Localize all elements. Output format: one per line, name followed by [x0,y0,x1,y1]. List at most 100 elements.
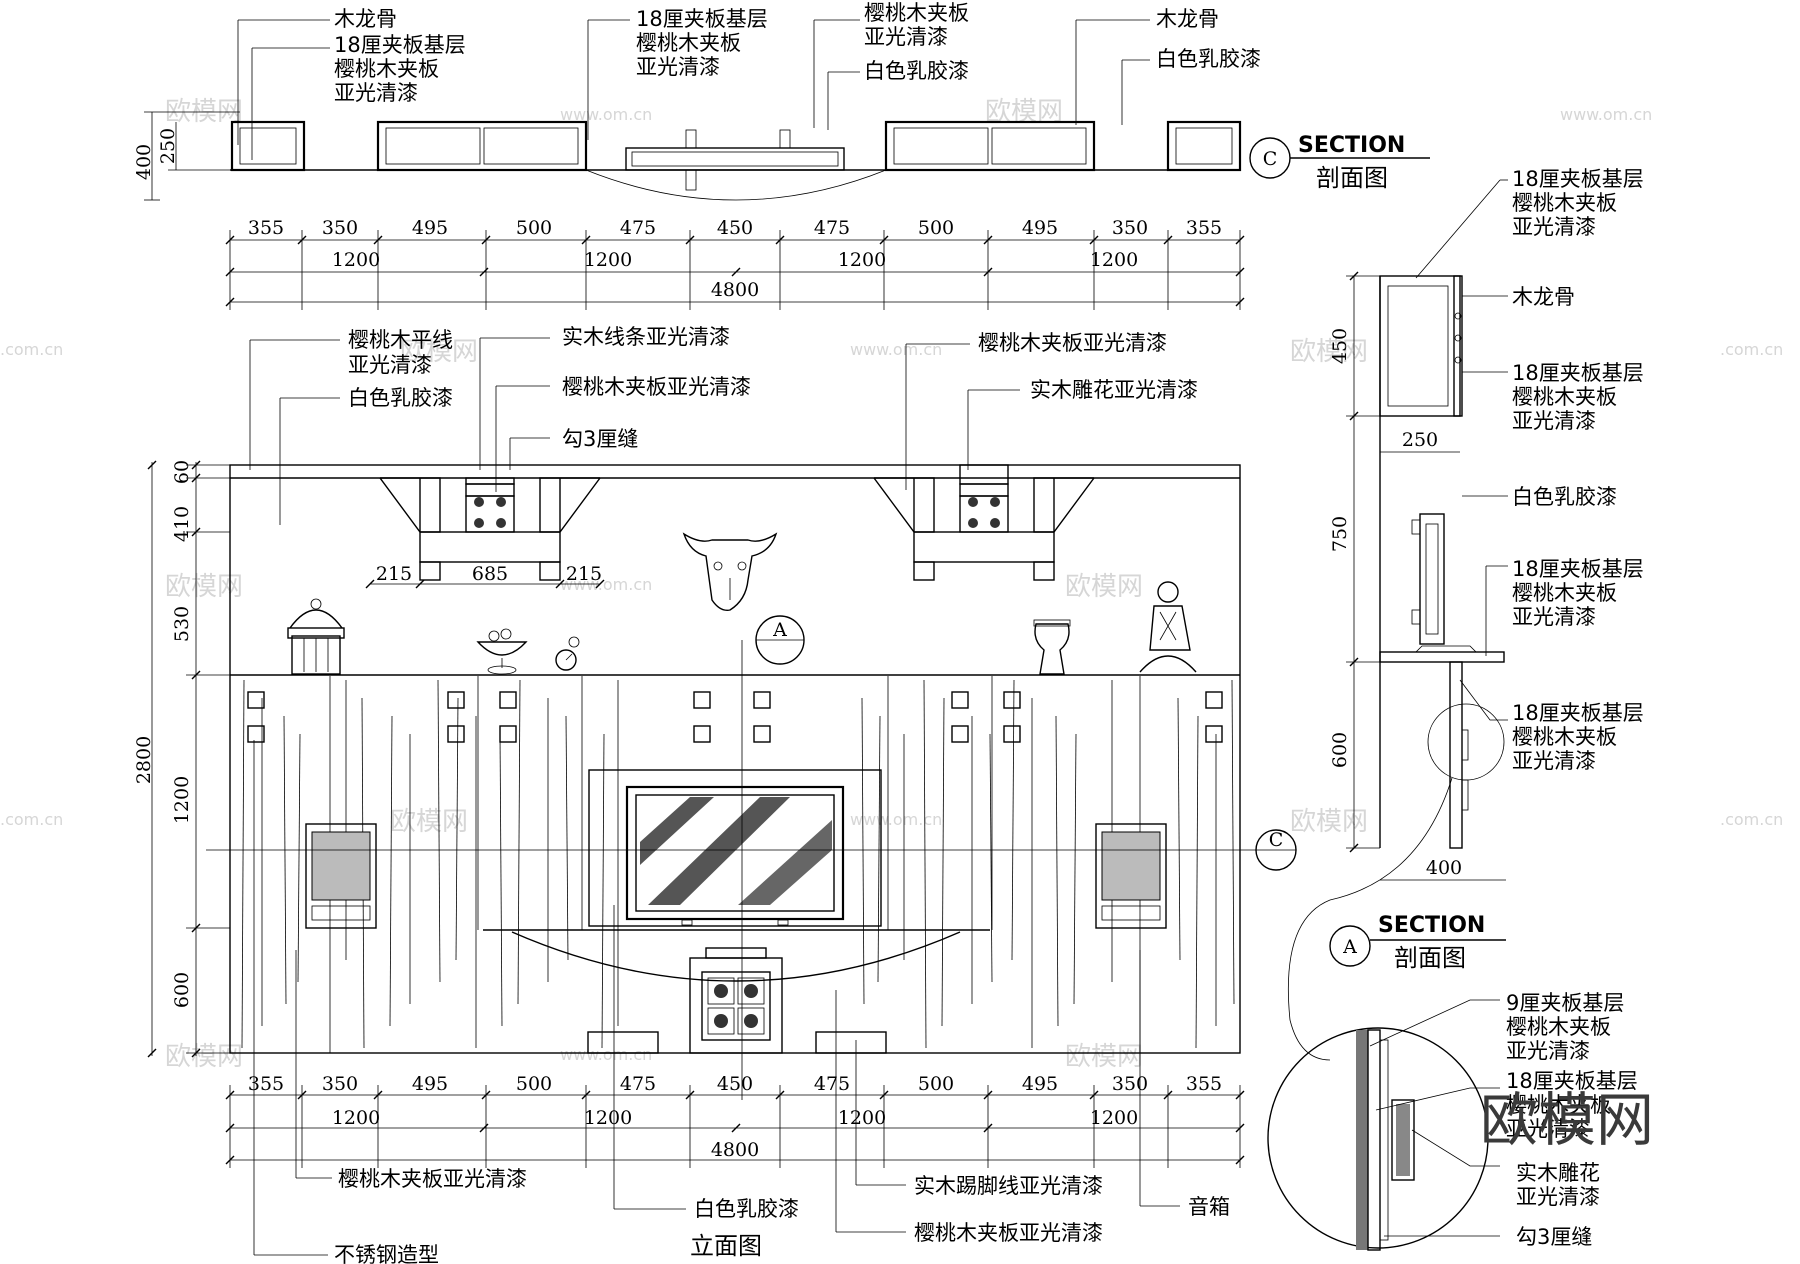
section-title-en: SECTION [1298,133,1405,158]
cabinet-top [705,947,767,959]
dim: 1200 [584,1107,632,1129]
dim: 475 [814,1073,850,1095]
speaker-right [1095,823,1167,929]
upper-cabinet [1379,275,1461,417]
dim: 450 [1329,328,1351,364]
cabinet-inner [385,127,481,165]
watermark-logo: 欧模网 [390,807,468,837]
label: 樱桃木夹板 [1506,1015,1611,1039]
watermark-url: www.om.cn [1560,105,1652,124]
inset-square [447,725,465,743]
section-marker-letter: C [1263,148,1278,170]
label: 樱桃木夹板 [636,31,741,55]
dim-tick [147,1048,157,1058]
dim: 1200 [332,1107,380,1129]
grain-line [565,715,569,961]
layer-plywood [1367,1029,1381,1251]
tv-side [1419,513,1445,645]
dim-tick [479,1123,489,1133]
grain-line [1073,733,1077,1005]
carving [1391,1099,1415,1181]
label: 樱桃木夹板 [1512,191,1617,215]
grain-line [923,679,927,1049]
cabinet-inner [991,127,1087,165]
label: 樱桃木夹板亚光清漆 [338,1167,527,1191]
dim: 350 [1112,1073,1148,1095]
dim: 750 [1329,516,1351,552]
dim: 1200 [838,1107,886,1129]
dim: 355 [248,1073,284,1095]
grain-line [1177,697,1181,961]
carving-panel [701,971,771,1041]
dim: 495 [1022,217,1058,239]
grain-line [437,679,441,983]
drawing-title: 立面图 [690,1232,762,1260]
dim: 500 [918,1073,954,1095]
inset-square [951,725,969,743]
label: 樱桃木平线 [348,328,453,352]
dim: 475 [620,217,656,239]
label: 实木雕花亚光清漆 [1030,378,1198,402]
inset-square [499,725,517,743]
dim: 410 [171,506,193,542]
dim: 600 [171,972,193,1008]
label: 樱桃木夹板 [1506,1093,1611,1117]
label: 白色乳胶漆 [1512,485,1617,509]
dim: 250 [1402,429,1438,451]
label: 亚光清漆 [1516,1185,1600,1209]
watermark-url: www.om.cn [850,810,942,829]
inset-square [499,691,517,709]
label: 亚光清漆 [1512,605,1596,629]
label: 樱桃木夹板亚光清漆 [562,375,751,399]
inset-square [1003,725,1021,743]
inset-square [247,691,265,709]
label: 实木雕花 [1516,1161,1600,1185]
watermark-logo: 欧模网 [1290,807,1368,837]
bracket [685,129,697,149]
label: 18厘夹板基层 [1506,1069,1638,1093]
dim-total: 4800 [711,1139,759,1161]
detail-circle [1267,1027,1489,1249]
grain-line [861,697,865,1005]
section-marker [1329,925,1371,967]
label: 9厘夹板基层 [1506,991,1624,1015]
tv-foot [681,919,693,926]
grain-line [601,733,605,1049]
cabinet [230,120,306,172]
dim: 475 [620,1073,656,1095]
label: 18厘夹板基层 [1512,167,1644,191]
dim: 1200 [171,776,193,824]
dim: 1200 [1090,1107,1138,1129]
label: 白色乳胶漆 [864,59,969,83]
label: 音箱 [1188,1195,1230,1219]
dim: 500 [516,217,552,239]
dim-tick [479,267,489,277]
inset-square [1003,691,1021,709]
speaker-mesh [1101,831,1161,901]
watermark-logo: 欧模网 [1290,337,1368,367]
lower-panel [1449,661,1463,849]
label: 樱桃木夹板亚光清漆 [914,1221,1103,1245]
watermark-logo: 欧模网 [400,337,478,367]
tv-screen [635,794,835,912]
dim: 350 [1112,217,1148,239]
watermark-url: www.om.cn [560,105,652,124]
grain-line [297,733,301,983]
bracket [685,169,697,191]
grain-line [877,715,881,983]
label: 木龙骨 [334,7,397,31]
section-c-view: 450 750 600 250 400 18厘夹板基层 樱桃木夹板 亚光清漆 木… [1287,167,1644,1061]
section-marker-letter: C [1269,829,1284,851]
panel-insets [247,691,1223,743]
plinth [815,1031,887,1054]
grain-line [941,697,945,1027]
label: 木龙骨 [1512,285,1575,309]
label: 18厘夹板基层 [1512,701,1644,725]
inset-square [247,725,265,743]
label: 18厘夹板基层 [1512,557,1644,581]
section-marker-letter: A [772,619,787,641]
inset-square [447,691,465,709]
watermark-url: www.om.cn [560,1045,652,1064]
grain-line [517,679,521,1005]
dim: 355 [1186,1073,1222,1095]
